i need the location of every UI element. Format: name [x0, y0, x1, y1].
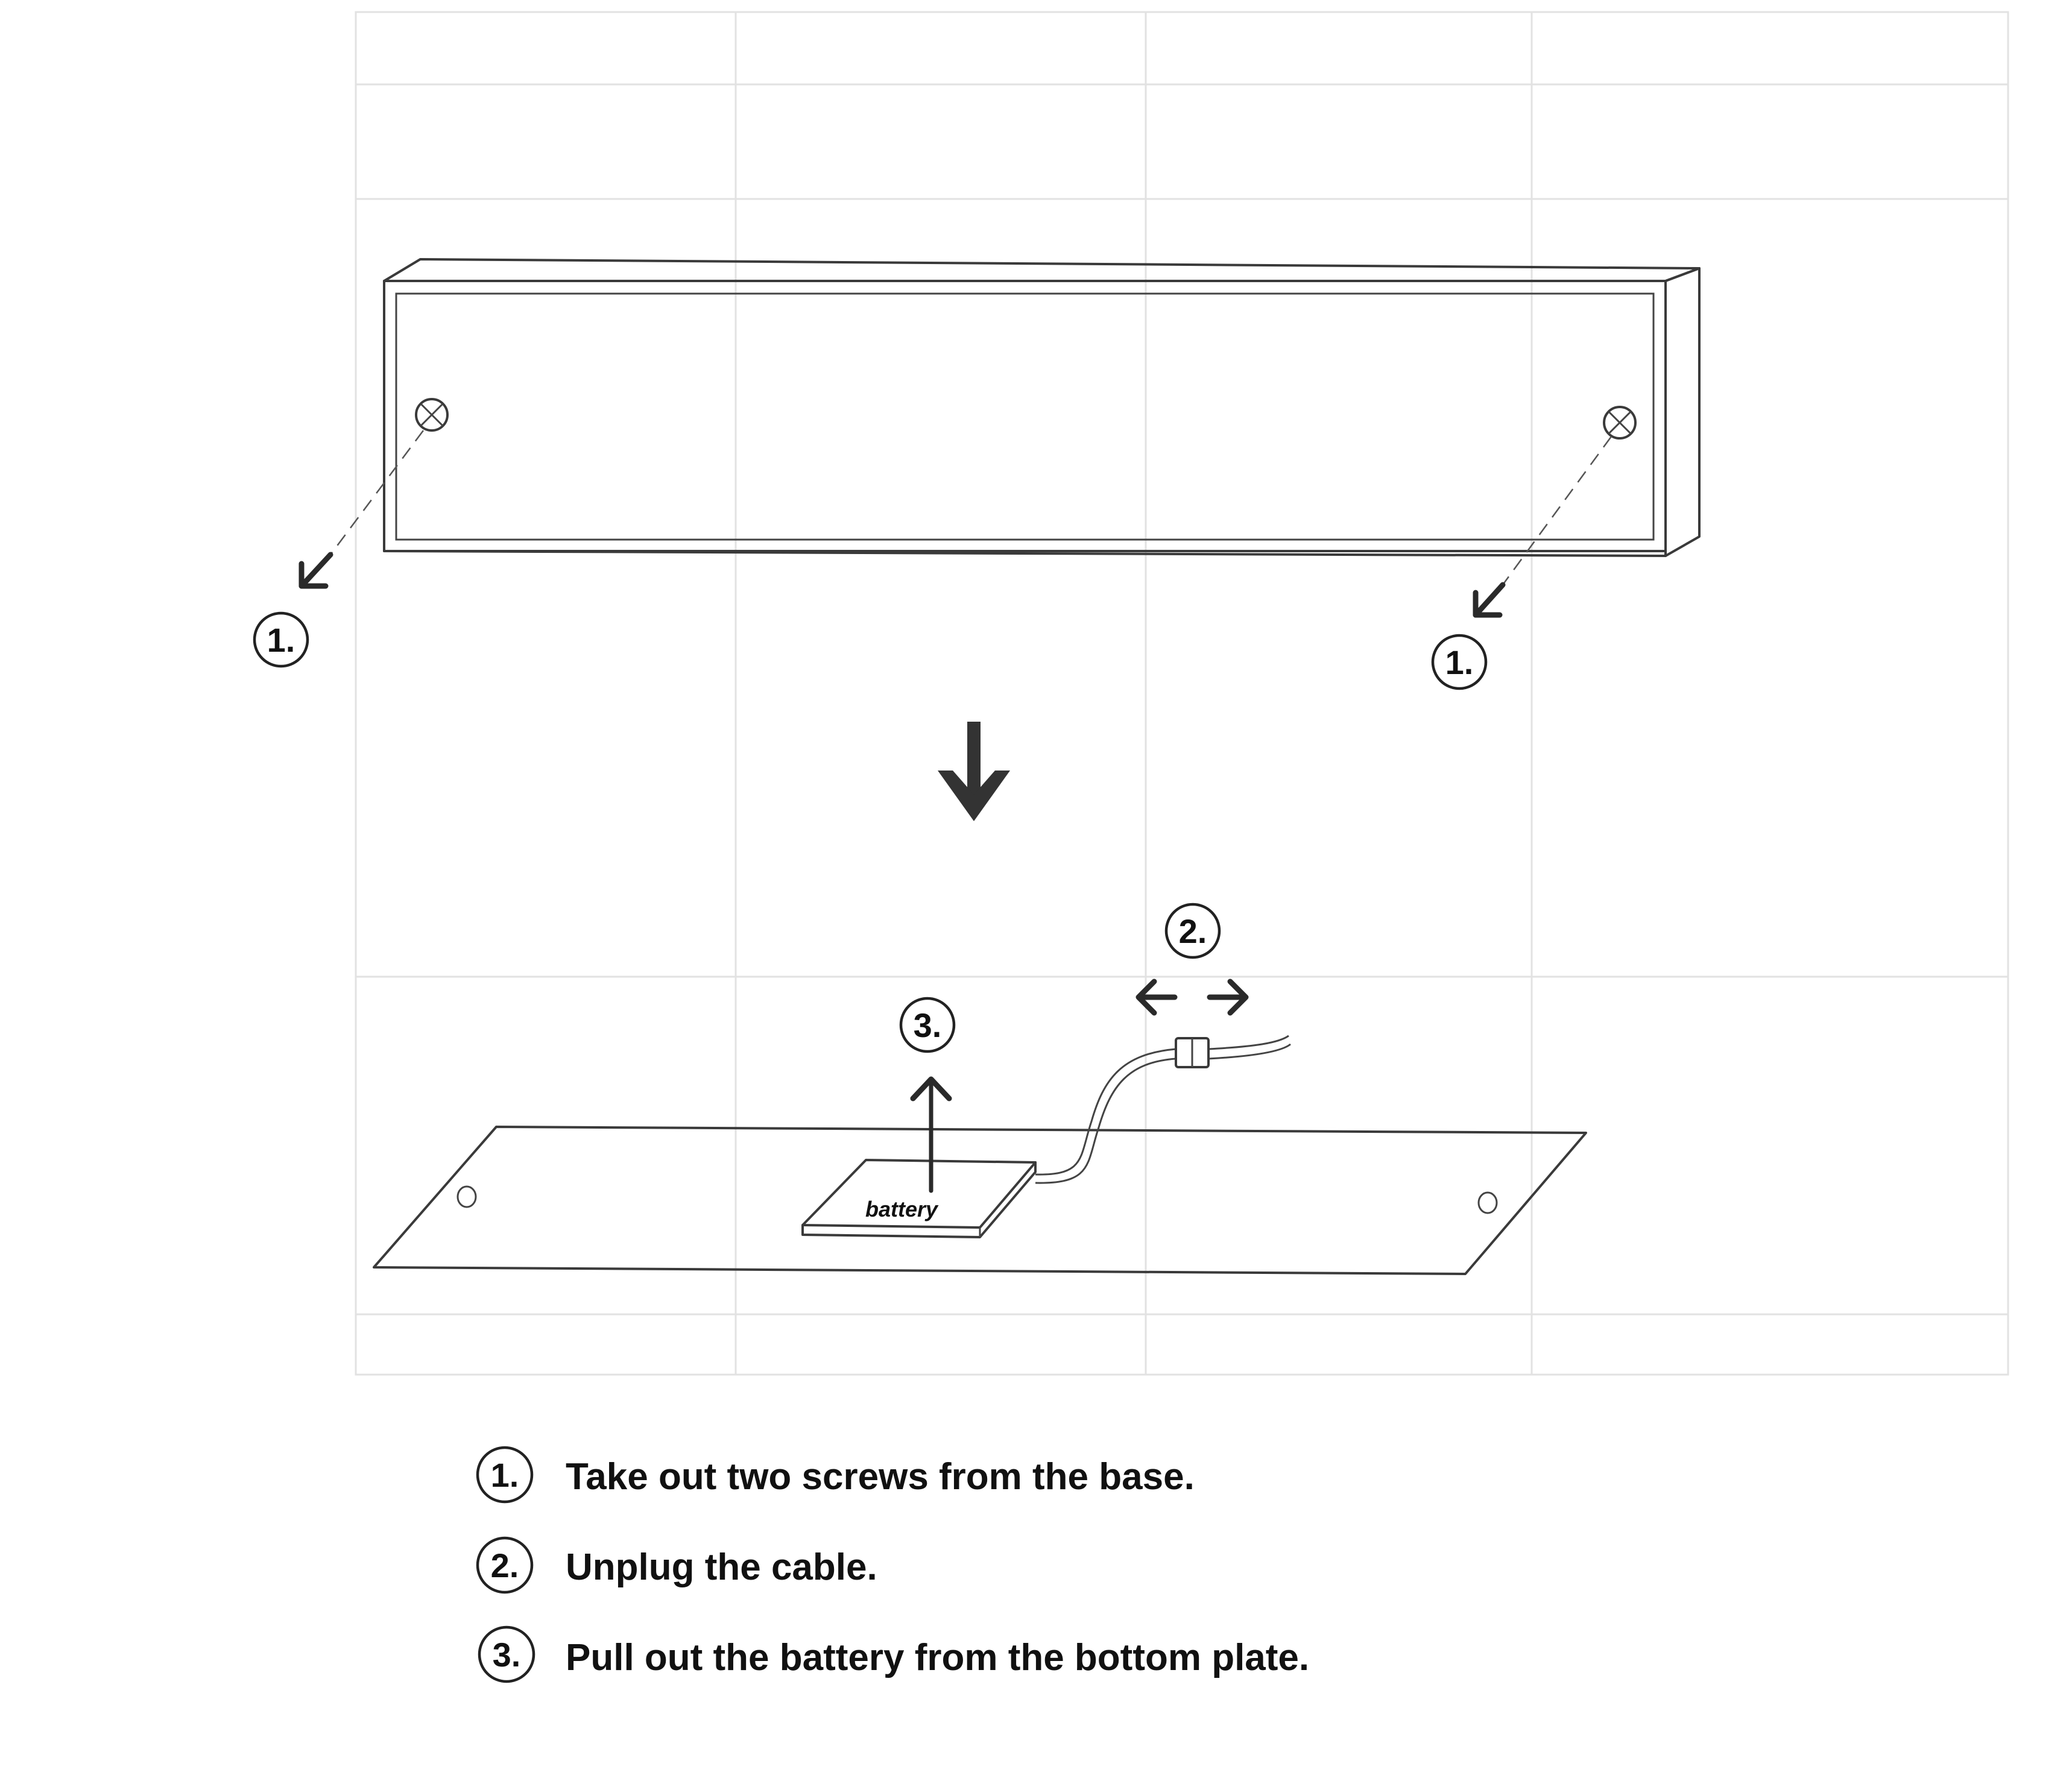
- display-inner-bezel: [395, 292, 1655, 541]
- instruction-step-1: 1. Take out two screws from the base.: [476, 1446, 1195, 1504]
- screw-left-icon: [415, 398, 449, 432]
- background-bleed-texture: [355, 11, 2009, 1376]
- step-2-text: Unplug the cable.: [566, 1546, 877, 1588]
- step-1-number: 1.: [491, 1456, 519, 1494]
- step-2-number: 2.: [491, 1546, 519, 1584]
- unplug-arrows-icon: [1135, 979, 1249, 1016]
- battery-cable: [1035, 1035, 1291, 1184]
- instruction-step-3: 3. Pull out the battery from the bottom …: [478, 1625, 1309, 1683]
- step-3-number: 3.: [493, 1636, 521, 1674]
- battery-pack: battery: [801, 1159, 1037, 1238]
- callout-screw-left: 1.: [253, 611, 309, 668]
- battery-label: battery: [865, 1197, 939, 1221]
- display-front-frame: [383, 280, 1667, 552]
- screw-left-removal-arrow: [298, 430, 425, 589]
- instruction-list: 1. Take out two screws from the base. 2.…: [476, 1446, 1309, 1683]
- callout-cable: 2.: [1164, 903, 1221, 959]
- step-1-text: Take out two screws from the base.: [566, 1456, 1195, 1498]
- screw-right-removal-arrow: [1473, 436, 1612, 618]
- bottom-plate: [373, 1126, 1587, 1275]
- plate-hole-left: [456, 1185, 477, 1208]
- next-stage-arrow-icon: [938, 722, 1010, 821]
- screw-right-icon: [1603, 406, 1637, 440]
- callout-battery-label: 3.: [914, 1006, 942, 1044]
- plate-hole-right: [1477, 1191, 1498, 1214]
- callout-cable-label: 2.: [1179, 912, 1207, 950]
- cable-connector: [1175, 1037, 1210, 1068]
- callout-screw-right: 1.: [1431, 634, 1488, 690]
- callout-battery: 3.: [899, 997, 956, 1053]
- display-side-face: [1664, 267, 1701, 557]
- callout-screw-right-label: 1.: [1445, 643, 1474, 681]
- step-3-text: Pull out the battery from the bottom pla…: [566, 1637, 1309, 1678]
- callout-screw-left-label: 1.: [267, 621, 295, 659]
- instruction-step-2: 2. Unplug the cable.: [476, 1536, 877, 1594]
- display-unit: [383, 258, 1701, 557]
- pull-battery-arrow-icon: [910, 1076, 952, 1193]
- display-top-face: [383, 258, 1701, 282]
